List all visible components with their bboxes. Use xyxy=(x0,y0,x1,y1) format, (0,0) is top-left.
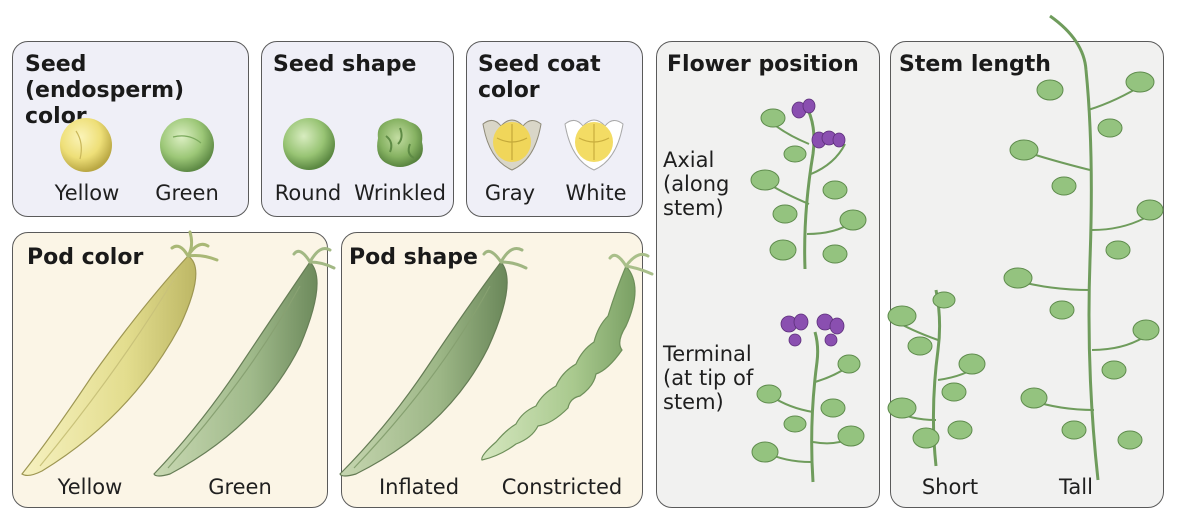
flower-position-title: Flower position xyxy=(667,52,859,78)
tall-stem-plant-image xyxy=(990,10,1170,485)
green-pod-image xyxy=(150,236,340,486)
yellow-seed-image xyxy=(58,117,114,173)
terminal-flower-plant-image xyxy=(725,312,875,484)
green-seed-image xyxy=(159,117,215,173)
axial-flower-plant-image xyxy=(725,94,875,274)
seed-coat-label-gray: Gray xyxy=(472,181,548,205)
seed-coat-title: Seed coat color xyxy=(478,52,628,104)
gray-seed-coat-image xyxy=(479,112,545,174)
pod-color-label-green: Green xyxy=(190,475,290,499)
seed-shape-title: Seed shape xyxy=(273,52,416,78)
round-seed-image xyxy=(281,115,337,171)
pod-shape-label-inflated: Inflated xyxy=(366,475,472,499)
white-seed-coat-image xyxy=(561,112,627,174)
constricted-pod-image xyxy=(476,246,656,470)
wrinkled-seed-image xyxy=(370,114,428,172)
seed-shape-label-wrinkled: Wrinkled xyxy=(352,181,448,205)
pod-shape-label-constricted: Constricted xyxy=(494,475,630,499)
stem-length-label-tall: Tall xyxy=(1036,475,1116,499)
stem-length-label-short: Short xyxy=(905,475,995,499)
pod-color-label-yellow: Yellow xyxy=(40,475,140,499)
seed-color-label-yellow: Yellow xyxy=(42,181,132,205)
seed-shape-label-round: Round xyxy=(268,181,348,205)
short-stem-plant-image xyxy=(880,280,990,470)
seed-color-label-green: Green xyxy=(142,181,232,205)
seed-coat-label-white: White xyxy=(556,181,636,205)
